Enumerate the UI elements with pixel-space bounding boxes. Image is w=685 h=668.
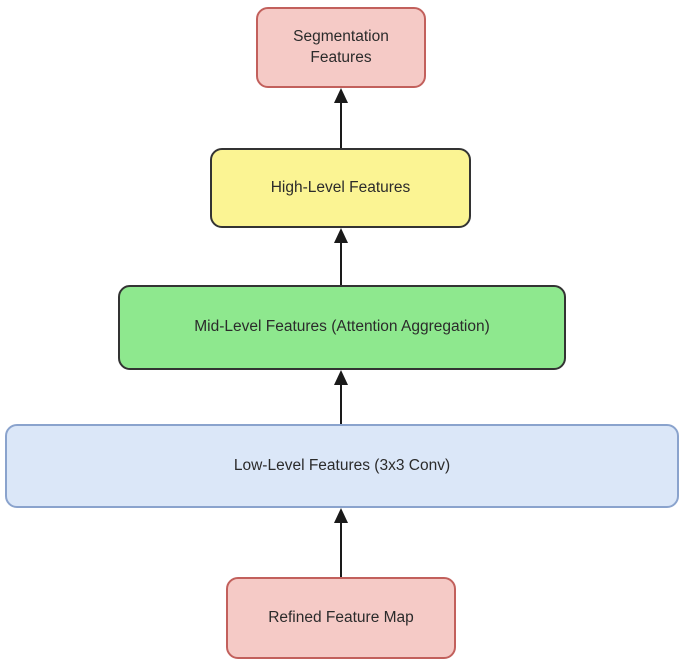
node-segmentation-features: Segmentation Features <box>256 7 426 88</box>
node-label: Refined Feature Map <box>268 608 414 626</box>
arrowhead-icon <box>334 88 348 103</box>
node-label: Mid-Level Features (Attention Aggregatio… <box>194 318 490 336</box>
node-high-level-features: High-Level Features <box>210 148 471 228</box>
arrowhead-icon <box>334 508 348 523</box>
arrow-up-icon <box>334 370 348 424</box>
node-refined-feature-map: Refined Feature Map <box>226 577 456 659</box>
arrow-up-icon <box>334 88 348 148</box>
arrow-shaft <box>340 523 342 577</box>
node-label: High-Level Features <box>270 178 411 196</box>
arrowhead-icon <box>334 370 348 385</box>
arrow-up-icon <box>334 508 348 577</box>
arrow-shaft <box>340 243 342 285</box>
node-low-level-features: Low-Level Features (3x3 Conv) <box>5 424 679 508</box>
node-label: Low-Level Features (3x3 Conv) <box>233 456 451 474</box>
arrow-shaft <box>340 103 342 148</box>
arrow-shaft <box>340 385 342 424</box>
node-mid-level-features: Mid-Level Features (Attention Aggregatio… <box>118 285 566 370</box>
node-label: Segmentation Features <box>293 27 389 66</box>
arrow-up-icon <box>334 228 348 285</box>
arrowhead-icon <box>334 228 348 243</box>
